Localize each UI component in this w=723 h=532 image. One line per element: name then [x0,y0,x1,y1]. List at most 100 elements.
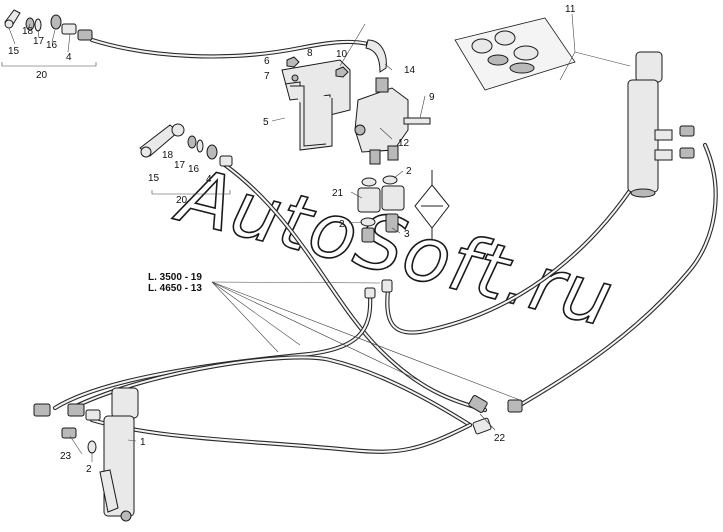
fitting-left-1 [33,403,51,417]
fitting-group-top-left [4,9,93,41]
adapter-4-top [61,23,77,35]
cylinder-right-base [630,188,656,198]
pivot-middle [171,123,185,137]
nut-16-middle [206,144,218,160]
callout-2-left: 2 [86,464,92,475]
length-label-1: L. 3500 - 19 [148,272,202,283]
seal-ring-2-lower [360,217,376,227]
seal-kit [454,17,576,91]
group-brackets [1,62,231,195]
seal-ring-2-upper-left [361,177,377,187]
callout-3: 3 [404,229,410,240]
cylinder-right-fitting-2 [679,147,695,159]
control-valve-assembly [281,39,431,165]
hose-lines [52,37,718,454]
cylinder-right-fitting-1 [679,125,695,137]
cylinder-left [33,387,139,522]
check-valve-block [357,175,405,299]
callout-16-middle: 16 [188,164,200,175]
hose-end-center-left [364,287,376,299]
callout-20-middle: 20 [176,195,188,206]
washer-18-middle [187,135,197,149]
callout-21: 21 [332,188,344,199]
nut-10 [335,66,349,78]
callout-2-lower: 2 [339,219,345,230]
cylinder-right-port-2 [654,149,673,161]
fitting-left-2 [67,403,85,417]
seal-ring-2-upper-right [382,175,398,185]
cylinder-left-rod [99,469,119,513]
hose-end-top [77,29,93,41]
cylinder-right-rod [635,51,663,83]
fitting-3-right [385,213,399,233]
nut-6 [286,56,300,68]
adapter-4-middle [219,155,233,167]
callout-labels: 15 18 17 16 4 20 6 7 8 10 14 11 5 9 12 2… [8,4,576,475]
eye-end-top [4,19,14,29]
callout-16-top: 16 [46,40,58,51]
callout-20-top: 20 [36,70,48,81]
cylinder-right [627,51,695,198]
valve-port-left [354,124,366,136]
callout-18-middle: 18 [162,150,174,161]
length-label-2: L. 4650 - 13 [148,283,202,294]
callout-15-top: 15 [8,46,20,57]
bolt-9 [403,117,431,125]
cylinder-left-head [111,387,139,419]
hose-top [89,37,371,59]
valve-top-fitting [375,77,389,93]
seal-11-a [471,38,493,54]
callout-2-upper: 2 [406,166,412,177]
cylinder-left-eye [120,510,132,522]
callout-23: 23 [60,451,72,462]
elbow-22-b [507,399,523,413]
check-valve-left [357,187,381,213]
fitting-left-3 [85,409,101,421]
cylinder-right-port-1 [654,129,673,141]
fitting-23 [61,427,77,439]
fitting-group-middle [139,123,233,167]
callout-9: 9 [429,92,435,103]
callout-1: 1 [140,437,146,448]
seal-11-b [494,30,516,46]
elbow-22-c [472,417,492,435]
callout-10: 10 [336,49,348,60]
nut-16-top [50,14,62,30]
bracket-20-top [1,62,97,67]
cylinder-right-barrel [627,79,659,193]
bolt-7 [291,74,299,82]
callout-4-middle: 4 [206,174,212,185]
seal-11-d [487,54,509,66]
callout-17-middle: 17 [174,160,186,171]
fitting-3-left [361,227,375,243]
bracket-20-middle [151,190,231,195]
hose-end-center-right [381,279,393,293]
callout-14: 14 [404,65,416,76]
callout-4-top: 4 [66,52,72,63]
mounting-bracket [281,59,351,116]
washer-17-top [34,18,42,32]
callout-6: 6 [264,56,270,67]
callout-11: 11 [565,4,576,15]
callout-22: 22 [494,433,506,444]
callout-7: 7 [264,71,270,82]
eye-end-middle [140,146,152,158]
elbow-22-a [468,395,488,413]
callout-8: 8 [307,48,313,59]
check-valve-right [381,185,405,211]
callout-5: 5 [263,117,269,128]
check-valve-symbol [414,170,450,240]
seal-11-e [509,62,535,74]
seal-ring-2-left [87,440,97,454]
callout-12: 12 [398,138,410,149]
seal-11-c [513,45,539,61]
callout-18-top: 18 [22,26,34,37]
washer-17-middle [196,139,204,153]
valve-outlet-left [369,149,381,165]
leader-lines [8,13,631,462]
callout-15-middle: 15 [148,173,160,184]
elbow-fitting-14 [365,39,387,73]
elbow-fittings-22 [468,395,523,435]
